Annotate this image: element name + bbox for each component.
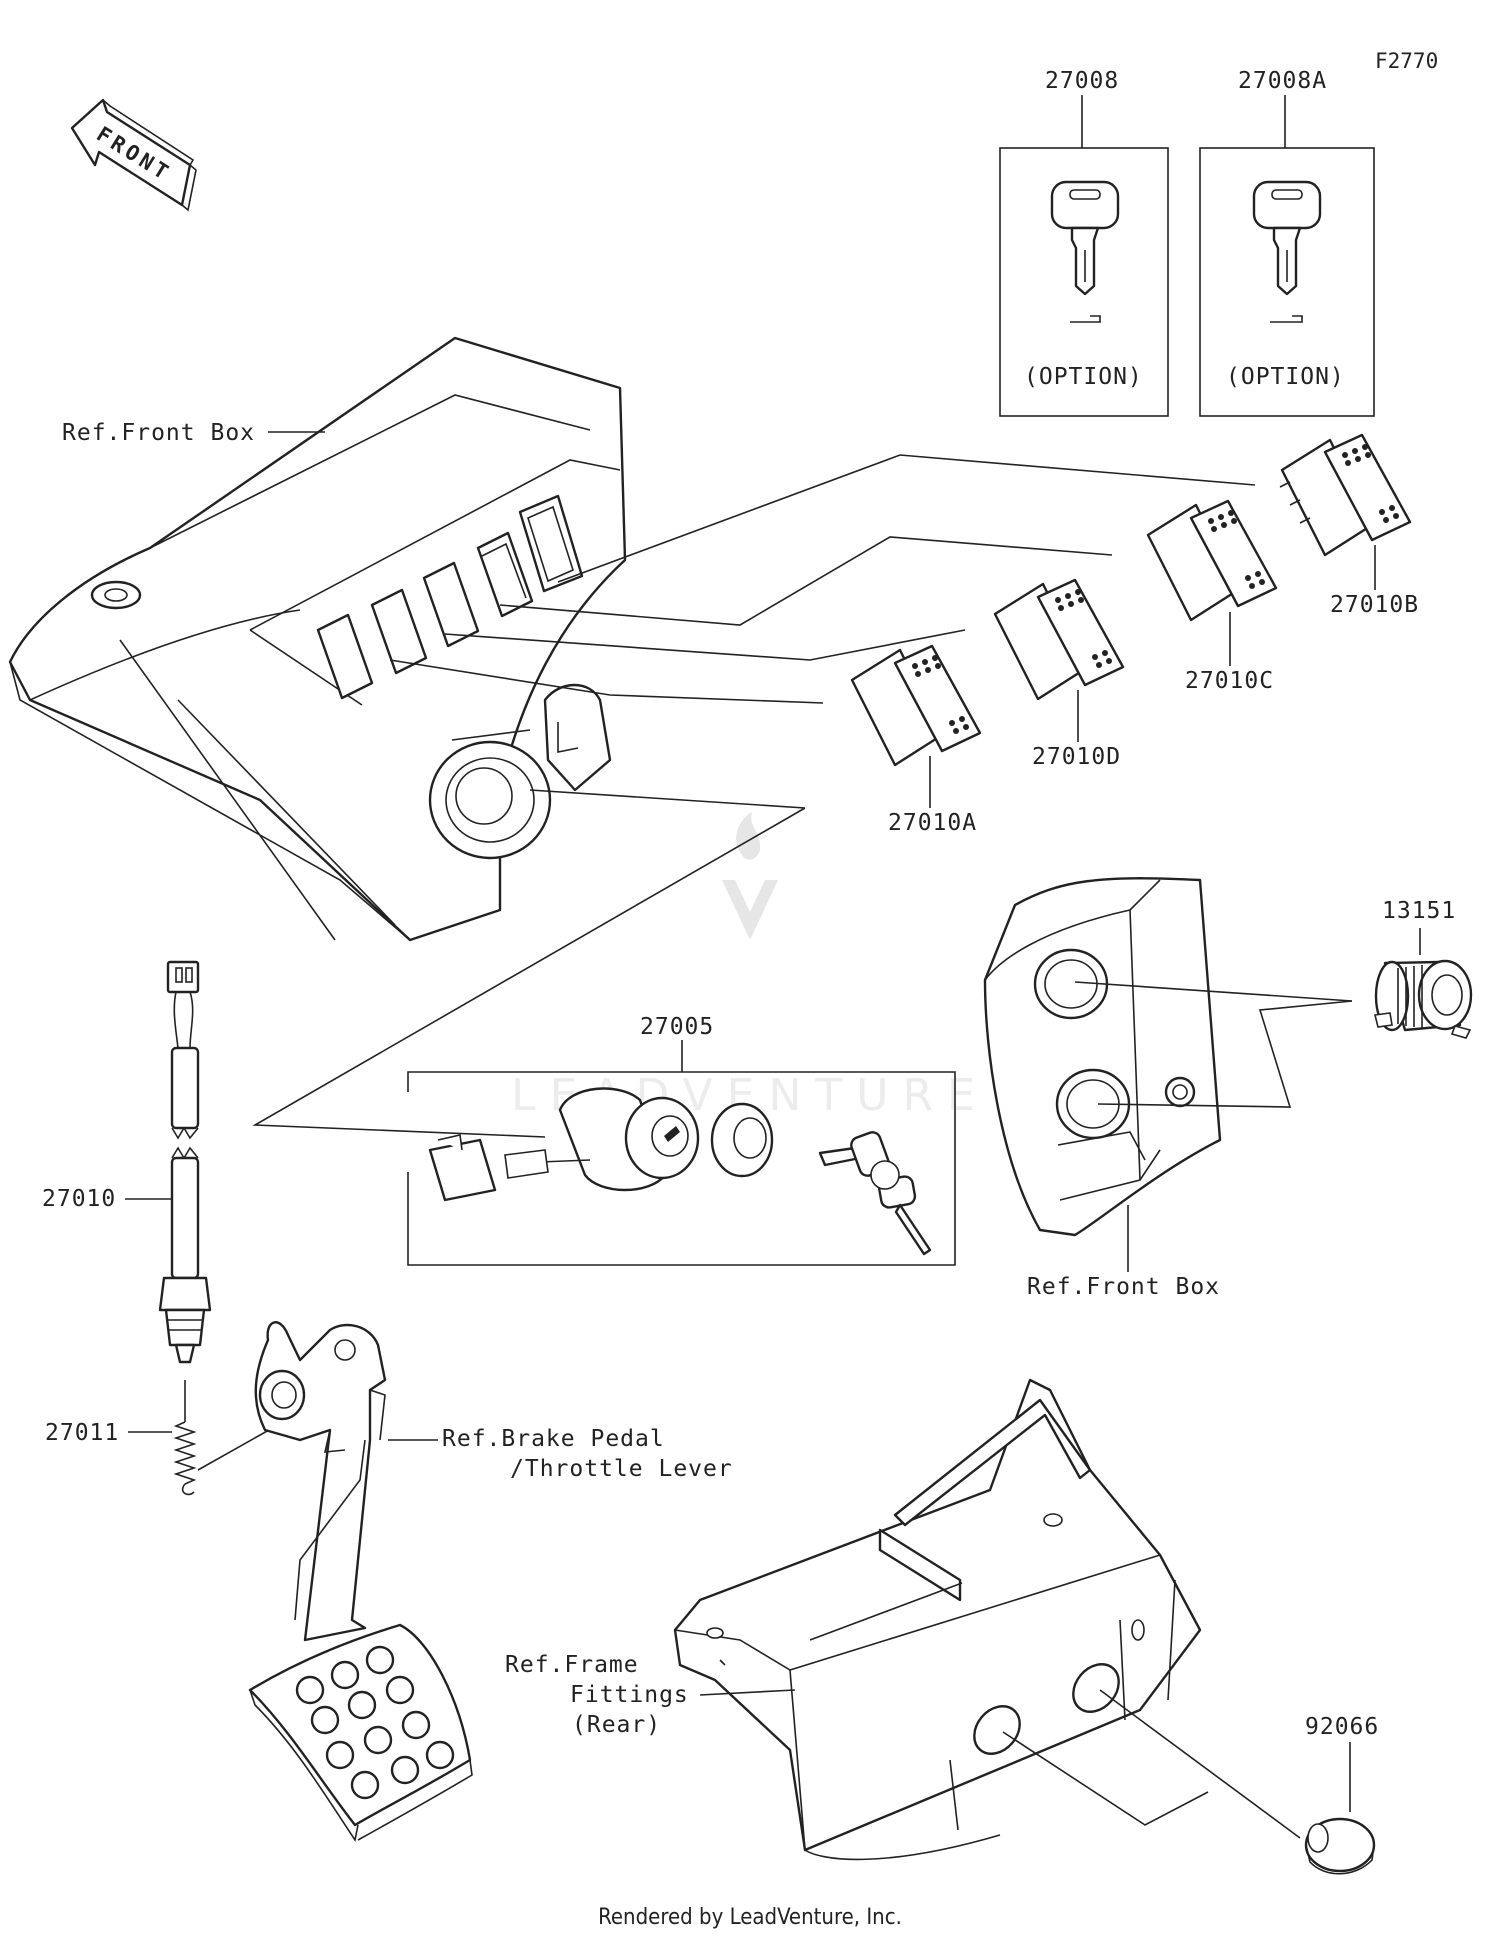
ref-frame-line3: (Rear) (572, 1712, 661, 1738)
part-number-27008: 27008 (1045, 68, 1119, 94)
part-number-27010: 27010 (42, 1186, 116, 1212)
part-number-27010B: 27010B (1330, 592, 1419, 618)
watermark: LEADVENTURE (511, 812, 975, 1121)
option-note-27008A: (OPTION) (1226, 364, 1345, 390)
cap-92066: 92066 (1304, 1714, 1379, 1875)
option-key-27008: 27008 (OPTION) (999, 68, 1169, 417)
ignition-switch-kit-27005: 27005 (252, 789, 956, 1266)
front-box-panel (8, 336, 627, 942)
footer-credit: Rendered by LeadVenture, Inc. (598, 1905, 902, 1930)
rocker-switch-27010B (1279, 433, 1412, 557)
option-key-27008A: 27008A (OPTION) (1199, 68, 1375, 417)
front-arrow-icon: FRONT (70, 98, 197, 212)
option-note-27008: (OPTION) (1024, 364, 1143, 390)
part-number-27011: 27011 (45, 1420, 119, 1446)
rocker-switch-27010A (850, 644, 982, 767)
ref-frame-line2: Fittings (570, 1682, 689, 1708)
power-socket-13151: 13151 (1374, 898, 1473, 1039)
spring-27011 (173, 1380, 197, 1496)
part-number-27008A: 27008A (1238, 68, 1327, 94)
part-number-27010D: 27010D (1032, 744, 1121, 770)
front-box-outlets (983, 877, 1222, 1237)
part-number-27010A: 27010A (888, 810, 977, 836)
brake-pedal (248, 1321, 473, 1843)
figure-code: F2770 (1375, 49, 1438, 73)
ref-front-box-2: Ref.Front Box (1027, 1274, 1220, 1300)
key-icon (1050, 180, 1120, 323)
pedal-pad-holes (295, 1645, 455, 1800)
part-number-27005: 27005 (640, 1014, 714, 1040)
ref-brake-pedal-line2: /Throttle Lever (510, 1456, 733, 1482)
switch-slots (316, 494, 584, 700)
ref-brake-pedal-line1: Ref.Brake Pedal (442, 1426, 665, 1452)
part-number-92066: 92066 (1305, 1714, 1379, 1740)
brake-switch-27010 (158, 960, 212, 1364)
ref-frame-line1: Ref.Frame (505, 1652, 639, 1678)
switch-leader-lines (389, 454, 1256, 704)
part-number-13151: 13151 (1382, 898, 1456, 924)
key-icon (1252, 180, 1322, 323)
rocker-switch-27010C (1146, 499, 1278, 622)
part-number-27010C: 27010C (1185, 668, 1274, 694)
frame-fittings-rear (673, 1378, 1202, 1861)
rocker-switch-27010D (993, 578, 1125, 701)
ref-front-box-1: Ref.Front Box (62, 420, 255, 446)
ignition-cylinder (428, 729, 552, 860)
